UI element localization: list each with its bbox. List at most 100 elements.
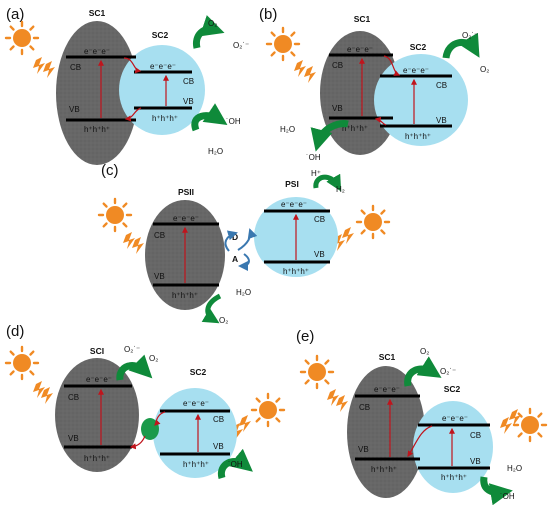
psi-label: PSI [285, 179, 299, 189]
electrons: e⁻e⁻e⁻ [86, 375, 112, 384]
holes: h⁺h⁺h⁺ [84, 125, 110, 134]
psii-label: PSII [178, 187, 194, 197]
oxidation-arrow [310, 120, 349, 152]
panel-a: (a) SC1 SC2 e⁻e⁻e⁻ h⁺h⁺h⁺ e⁻e⁻e⁻ h⁺h⁺h⁺ … [4, 6, 249, 165]
acceptor-label: A [232, 254, 238, 264]
hydroxyl-label: ˙OH [306, 153, 321, 162]
holes: h⁺h⁺h⁺ [84, 454, 110, 463]
panel-d-label: (d) [6, 323, 24, 340]
sc1-label: SC1 [379, 352, 396, 362]
hole-transfer-arrow [124, 107, 142, 122]
electrons: e⁻e⁻e⁻ [442, 414, 468, 423]
vb-label: VB [314, 250, 325, 259]
cb-label: CB [359, 403, 370, 412]
o2-label: O₂ [420, 347, 429, 356]
panel-c: (c) PSII PSI e⁻e⁻e⁻ h⁺h⁺h⁺ e⁻e⁻e⁻ h⁺h⁺h⁺… [97, 162, 391, 325]
electrons: e⁻e⁻e⁻ [173, 214, 199, 223]
vb-label: VB [69, 105, 80, 114]
panel-e-label: (e) [296, 328, 314, 345]
o2-label: O₂ [480, 65, 489, 74]
cb-label: CB [154, 231, 165, 240]
electrons: e⁻e⁻e⁻ [183, 399, 209, 408]
holes: h⁺h⁺h⁺ [172, 291, 198, 300]
sun-icon [4, 345, 40, 381]
reduction-arrow [442, 32, 480, 59]
vb-label: VB [68, 434, 79, 443]
lightning-icon [239, 415, 251, 432]
sc1-label: SC1 [354, 14, 371, 24]
cb-label: CB [183, 77, 194, 86]
vb-label: VB [436, 116, 447, 125]
reduction-arrow [404, 356, 442, 387]
panel-a-label: (a) [6, 6, 24, 23]
sun-icon [265, 26, 301, 62]
superoxide-label: O₂˙⁻ [440, 367, 456, 376]
vb-label: VB [213, 442, 224, 451]
sun-icon [250, 392, 286, 428]
cb-label: CB [314, 215, 325, 224]
panel-d: (d) SCI SC2 e⁻e⁻e⁻ h⁺h⁺h⁺ e⁻e⁻e⁻ h⁺h⁺h⁺ … [4, 323, 286, 479]
vb-label: VB [154, 272, 165, 281]
reduction-arrow [192, 15, 225, 49]
oxidation-arrow [217, 448, 253, 479]
sc1-label: SC1 [89, 8, 106, 18]
electrons: e⁻e⁻e⁻ [84, 47, 110, 56]
holes: h⁺h⁺h⁺ [441, 473, 467, 482]
vb-label: VB [183, 97, 194, 106]
hydrogen-label: H₂ [336, 185, 345, 194]
electrons: e⁻e⁻e⁻ [347, 45, 373, 54]
cb-label: CB [436, 81, 447, 90]
electron-transfer-arrow [123, 57, 142, 74]
h2-evolution-arrow [313, 173, 342, 192]
water-label: H₂O [280, 125, 295, 134]
oxidation-arrow [480, 476, 513, 505]
o2-evolution-arrow [201, 293, 222, 324]
sc1-label: SCI [90, 346, 104, 356]
proton-label: H⁺ [311, 169, 321, 178]
donor-arrow [224, 230, 238, 252]
sc2-label: SC2 [410, 42, 427, 52]
holes: h⁺h⁺h⁺ [405, 132, 431, 141]
sc1-particle [347, 366, 425, 498]
water-label: H₂O [507, 464, 522, 473]
cb-label: CB [70, 63, 81, 72]
water-label: H₂O [236, 288, 251, 297]
cb-label: CB [68, 393, 79, 402]
electron-transfer-arrow [383, 55, 401, 76]
superoxide-label: O₂˙⁻ [233, 41, 249, 50]
water-label: H₂O [208, 147, 223, 156]
lightning-icon [43, 61, 55, 78]
panel-c-label: (c) [101, 162, 119, 179]
cb-label: CB [332, 61, 343, 70]
holes: h⁺h⁺h⁺ [183, 460, 209, 469]
lightning-icon [33, 57, 45, 74]
lightning-icon [294, 60, 306, 77]
panel-b: (b) SC1 SC2 e⁻e⁻e⁻ h⁺h⁺h⁺ e⁻e⁻e⁻ h⁺h⁺h⁺ … [259, 6, 489, 162]
superoxide-label: O₂˙⁻ [124, 345, 140, 354]
o2-label: O₂ [208, 19, 217, 28]
lightning-icon [336, 395, 348, 412]
sc2-label: SC2 [152, 30, 169, 40]
electrons: e⁻e⁻e⁻ [374, 385, 400, 394]
hole-transfer-arrow [374, 116, 387, 126]
sc2-label: SC2 [190, 367, 207, 377]
cb-label: CB [470, 431, 481, 440]
holes: h⁺h⁺h⁺ [152, 114, 178, 123]
acceptor-arrow [238, 253, 250, 271]
holes: h⁺h⁺h⁺ [342, 124, 368, 133]
hole-recombination-arrow [129, 435, 146, 450]
electrons: e⁻e⁻e⁻ [281, 200, 307, 209]
hydroxyl-label: ˙OH [228, 460, 243, 469]
panel-e: (e) SC1 SC2 e⁻e⁻e⁻ h⁺h⁺h⁺ e⁻e⁻e⁻ h⁺h⁺h⁺ … [296, 328, 548, 505]
holes: h⁺h⁺h⁺ [371, 465, 397, 474]
cb-label: CB [213, 415, 224, 424]
electron-transfer-arrow [154, 411, 166, 426]
holes: h⁺h⁺h⁺ [283, 267, 309, 276]
sun-icon [97, 197, 133, 233]
reduction-arrow [116, 354, 153, 381]
sun-icon [299, 354, 335, 390]
sun-icon [4, 20, 40, 56]
o2-label: O₂ [219, 316, 228, 325]
superoxide-label: O₂˙⁻ [462, 31, 478, 40]
